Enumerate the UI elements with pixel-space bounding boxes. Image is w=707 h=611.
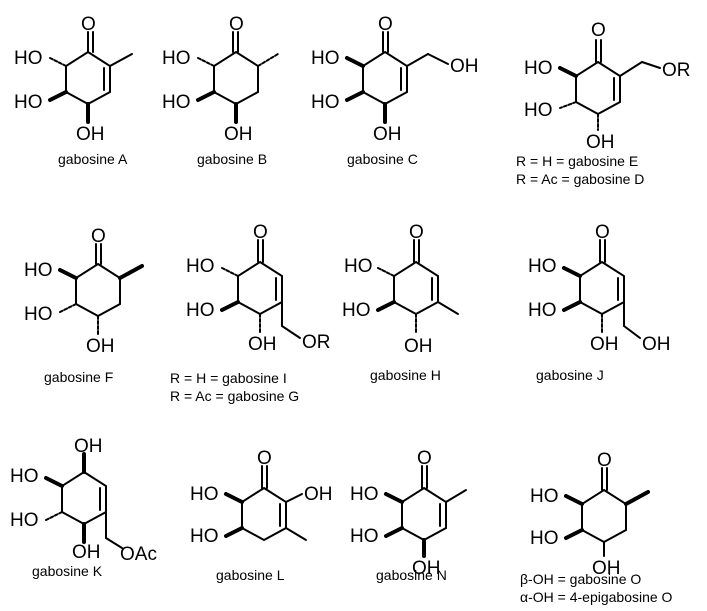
atom-ho: HO xyxy=(530,528,559,549)
molecule-gabosine-j xyxy=(562,239,641,339)
atom-o: O xyxy=(378,14,393,35)
molecule-gabosine-n xyxy=(384,465,467,558)
atom-ho: HO xyxy=(186,300,215,321)
molecule-gabosine-o xyxy=(564,467,650,557)
atom-ho: HO xyxy=(524,58,553,79)
atom-or: OR xyxy=(662,60,691,81)
atom-o: O xyxy=(257,448,272,469)
caption-gabosine-g: R = Ac = gabosine G xyxy=(170,388,299,404)
atom-oh: OH xyxy=(248,334,277,355)
atom-oh: OH xyxy=(592,558,621,579)
atom-ho: HO xyxy=(350,526,379,547)
atom-ho: HO xyxy=(190,526,219,547)
atom-ho: HO xyxy=(311,48,340,69)
atom-oh: OH xyxy=(86,336,115,357)
molecule-gabosine-e-d xyxy=(558,39,661,131)
molecule-gabosine-b xyxy=(196,31,279,124)
atom-ho: HO xyxy=(530,486,559,507)
atom-o: O xyxy=(417,448,432,469)
atom-o: O xyxy=(229,14,244,35)
atom-o: O xyxy=(81,14,96,35)
atom-ho: HO xyxy=(162,92,191,113)
caption-gabosine-o-beta: β-OH = gabosine O xyxy=(520,571,641,587)
caption-gabosine-k: gabosine K xyxy=(32,563,103,579)
atom-oh: OH xyxy=(404,336,433,357)
atom-ho: HO xyxy=(524,100,553,121)
atom-ho: HO xyxy=(24,304,53,325)
atom-o: O xyxy=(595,222,610,243)
atom-ho: HO xyxy=(528,300,557,321)
molecule-gabosine-h xyxy=(376,239,459,335)
atom-oh: OH xyxy=(642,334,671,355)
atom-ho: HO xyxy=(24,260,53,281)
atom-o: O xyxy=(409,222,424,243)
atom-ho: HO xyxy=(528,256,557,277)
caption-gabosine-b: gabosine B xyxy=(197,151,267,167)
caption-gabosine-l: gabosine L xyxy=(216,567,285,583)
atom-oh: OH xyxy=(590,334,619,355)
atom-oh: OH xyxy=(74,436,103,457)
caption-gabosine-e: R = H = gabosine E xyxy=(516,153,638,169)
atom-ho: HO xyxy=(190,484,219,505)
molecule-gabosine-l xyxy=(224,465,307,542)
atom-oac: OAc xyxy=(120,544,157,565)
atom-ho: HO xyxy=(14,48,43,69)
atom-oh: OH xyxy=(76,124,105,145)
molecule-gabosine-a xyxy=(48,31,133,124)
atom-oh: OH xyxy=(224,124,253,145)
atom-oh: OH xyxy=(450,56,479,77)
atom-o: O xyxy=(91,226,106,247)
molecule-gabosine-i-g xyxy=(220,239,301,339)
caption-gabosine-j: gabosine J xyxy=(536,367,604,383)
caption-gabosine-o-alpha: α-OH = 4-epigabosine O xyxy=(520,589,673,605)
molecule-gabosine-f xyxy=(58,243,144,335)
caption-gabosine-h: gabosine H xyxy=(370,367,441,383)
caption-gabosine-i: R = H = gabosine I xyxy=(170,370,287,386)
atom-o: O xyxy=(591,20,606,41)
atom-ho: HO xyxy=(342,300,371,321)
atom-ho: HO xyxy=(350,484,379,505)
atom-ho: HO xyxy=(14,92,43,113)
atom-ho: HO xyxy=(186,256,215,277)
atom-oh: OH xyxy=(586,132,615,153)
atom-ho: HO xyxy=(10,510,39,531)
caption-gabosine-a: gabosine A xyxy=(58,151,128,167)
atom-oh: OH xyxy=(373,124,402,145)
atom-oh: OH xyxy=(304,484,333,505)
molecule-gabosine-k xyxy=(44,452,123,549)
molecule-gabosine-c xyxy=(345,31,449,124)
atom-o: O xyxy=(597,450,612,471)
caption-gabosine-c: gabosine C xyxy=(347,151,418,167)
atom-or: OR xyxy=(302,332,331,353)
atom-ho: HO xyxy=(344,256,373,277)
caption-gabosine-d: R = Ac = gabosine D xyxy=(516,171,644,187)
atom-ho: HO xyxy=(162,48,191,69)
atom-ho: HO xyxy=(311,92,340,113)
atom-oh: OH xyxy=(412,558,441,579)
atom-o: O xyxy=(253,222,268,243)
caption-gabosine-n: gabosine N xyxy=(376,567,447,583)
atom-ho: HO xyxy=(10,466,39,487)
caption-gabosine-f: gabosine F xyxy=(44,369,113,385)
atom-oh: OH xyxy=(72,542,101,563)
